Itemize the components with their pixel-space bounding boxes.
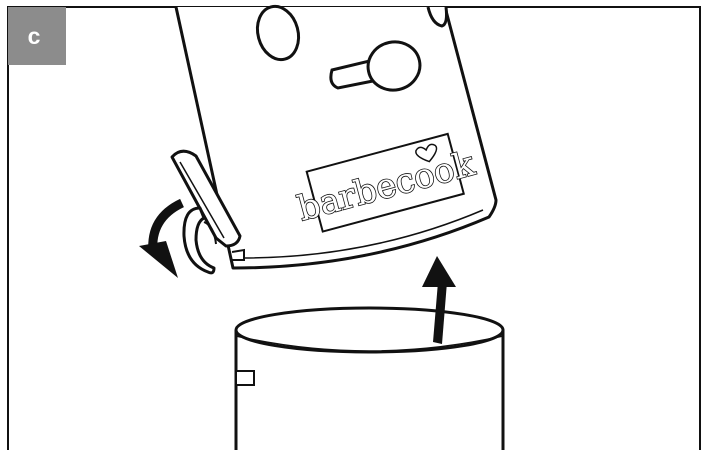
upper-body: barbecook: [172, 2, 496, 273]
canister-slot: [236, 371, 254, 385]
step-label: c: [8, 7, 66, 65]
curved-arrow-icon: [139, 203, 182, 278]
base-canister: [236, 308, 503, 450]
